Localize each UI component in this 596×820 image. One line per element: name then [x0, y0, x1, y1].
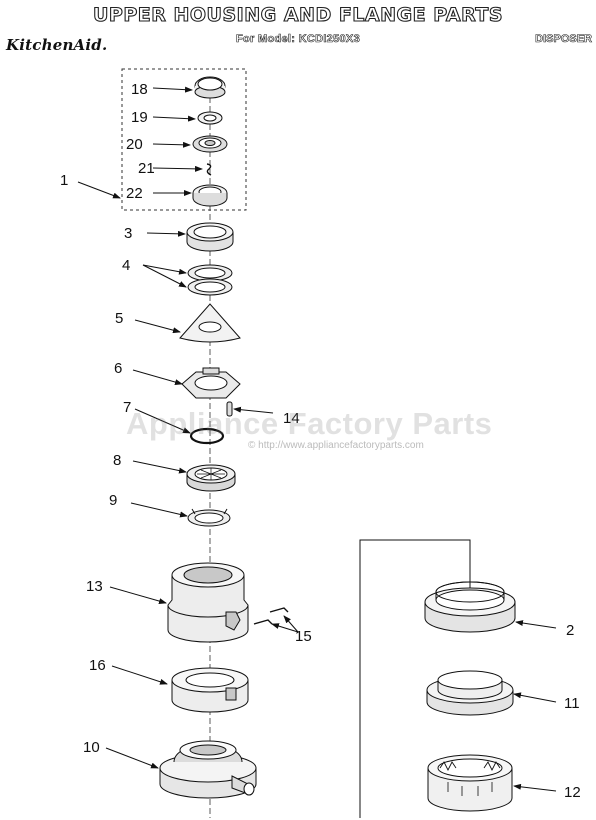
callout-5: 5	[115, 310, 123, 327]
callout-15: 15	[295, 628, 312, 645]
callout-19: 19	[131, 109, 148, 126]
callout-7: 7	[123, 399, 131, 416]
watermark-url: © http://www.appliancefactoryparts.com	[248, 440, 424, 451]
part-2-top-ring	[424, 581, 516, 633]
callout-11: 11	[564, 695, 580, 712]
category-label: DISPOSER	[535, 33, 592, 46]
callout-9: 9	[109, 492, 117, 509]
part-8-splash-guard	[186, 464, 236, 492]
part-20-baffle	[192, 135, 228, 153]
part-9-cushion-ring	[187, 508, 231, 527]
callout-13: 13	[86, 578, 103, 595]
watermark-text: Appliance Factory Parts	[126, 406, 493, 441]
part-3-sink-flange	[186, 222, 234, 252]
kit-dashed-box	[121, 68, 247, 211]
callout-18: 18	[131, 81, 148, 98]
callout-20: 20	[126, 136, 143, 153]
part-14-pin	[226, 401, 233, 417]
part-11-ring	[426, 670, 514, 716]
part-10-lower-housing	[159, 740, 257, 799]
part-18-stopper	[194, 76, 226, 99]
part-4-gaskets	[187, 264, 233, 296]
callout-8: 8	[113, 452, 121, 469]
callout-3: 3	[124, 225, 132, 242]
callout-16: 16	[89, 657, 106, 674]
callout-22: 22	[126, 185, 143, 202]
part-15-clips	[253, 607, 289, 625]
callout-1: 1	[60, 172, 68, 189]
brand-logo: KitchenAid.	[6, 36, 108, 54]
right-group-bracket	[359, 539, 471, 818]
part-19-ring	[197, 111, 223, 125]
callout-6: 6	[114, 360, 122, 377]
part-7-snap-ring	[189, 427, 225, 445]
page-title: UPPER HOUSING AND FLANGE PARTS	[92, 3, 504, 26]
leader-lines	[77, 86, 557, 792]
callout-12: 12	[564, 784, 581, 801]
callout-2: 2	[566, 622, 574, 639]
callout-21: 21	[138, 160, 155, 177]
part-16-cushion	[171, 667, 249, 713]
part-5-backup-ring	[179, 303, 241, 343]
callout-14: 14	[283, 410, 300, 427]
part-13-upper-housing	[167, 562, 249, 643]
part-21-screw	[206, 163, 212, 176]
part-6-mounting-ring	[181, 367, 241, 399]
callout-10: 10	[83, 739, 100, 756]
part-22-ring	[192, 184, 228, 207]
callout-labels: 18 19 20 21 22 1 3 4 5 6 7 14 8 9 13 15 …	[60, 81, 581, 801]
model-line: For Model: KCDI250X3	[236, 33, 360, 46]
part-12-grind-ring	[427, 754, 513, 812]
callout-4: 4	[122, 257, 130, 274]
